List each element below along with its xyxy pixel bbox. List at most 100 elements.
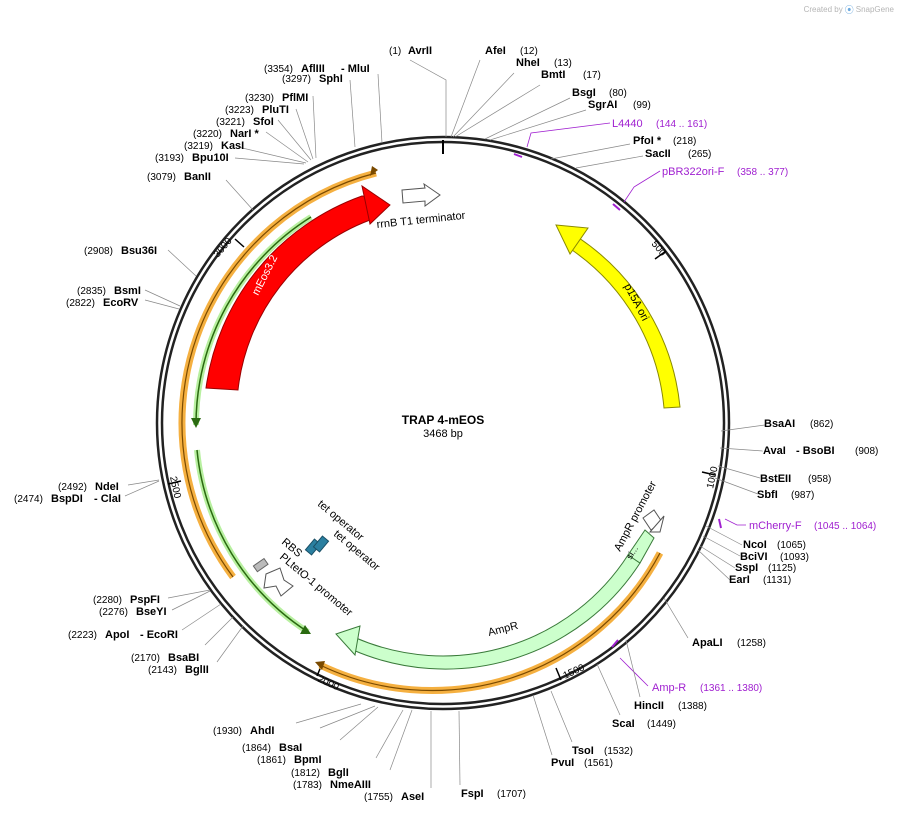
enzyme-name-bsabi[interactable]: BsaBI — [168, 652, 199, 664]
orf-arc-green-top-line — [195, 216, 312, 426]
enzyme-name-bmti[interactable]: BmtI — [541, 69, 565, 81]
enzyme-pos-bsu36i: (2908) — [84, 246, 113, 257]
primer-pos-l4440: (144 .. 161) — [656, 119, 707, 130]
orf-arrow-green-top — [191, 418, 201, 428]
enzyme-pos-afei: (12) — [520, 46, 538, 57]
enzyme-pos-apoi: (2223) — [68, 630, 97, 641]
enzyme-name-ncoi[interactable]: NcoI — [743, 539, 767, 551]
enzyme-name-sbfi[interactable]: SbfI — [757, 489, 778, 501]
enzyme-name-bsgi[interactable]: BsgI — [572, 87, 596, 99]
enzyme-pos-sspi: (1125) — [768, 563, 796, 574]
enzyme-name-bseyi[interactable]: BseYI — [136, 606, 167, 618]
primer-name-amp-r[interactable]: Amp-R — [652, 682, 686, 694]
feature-p15a-ori[interactable] — [571, 237, 681, 409]
enzyme-name-clai[interactable]: - ClaI — [94, 493, 121, 505]
feature-ampr-arrowhead — [335, 625, 361, 657]
enzyme-name-pspfi[interactable]: PspFI — [130, 594, 160, 606]
enzyme-name-bsaai[interactable]: BsaAI — [764, 418, 795, 430]
enzyme-name-nmeaiii[interactable]: NmeAIII — [330, 779, 371, 791]
enzyme-pos-nmeaiii: (1783) — [293, 780, 322, 791]
orf-arc-green-bottom-line — [196, 449, 309, 633]
enzyme-name-sgrai[interactable]: SgrAI — [588, 99, 617, 111]
feature-tet-operator-2[interactable] — [312, 535, 330, 553]
enzyme-name-avai[interactable]: AvaI — [763, 445, 786, 457]
enzyme-name-bspdi[interactable]: BspDI — [51, 493, 83, 505]
enzyme-name-bsai[interactable]: BsaI — [279, 742, 302, 754]
enzyme-pos-fspi: (1707) — [497, 789, 526, 800]
tick-label-2000: 2000 — [316, 674, 341, 694]
enzyme-name-sspi[interactable]: SspI — [735, 562, 758, 574]
enzyme-name-sphi[interactable]: SphI — [319, 73, 343, 85]
watermark: Created by ⦿ SnapGene — [804, 3, 894, 16]
enzyme-name-banii[interactable]: BanII — [184, 171, 211, 183]
primer-name-pbr322ori-f[interactable]: pBR322ori-F — [662, 166, 725, 178]
enzyme-labels: (1) AvrII AfeI (12) NheI (13) BmtI (17) … — [14, 45, 878, 803]
feature-rbs[interactable] — [252, 557, 269, 573]
enzyme-name-mlui[interactable]: - MluI — [341, 63, 370, 75]
feature-meos3-2[interactable] — [205, 195, 376, 391]
watermark-prefix: Created by — [803, 5, 843, 14]
enzyme-name-bpmi[interactable]: BpmI — [294, 754, 322, 766]
enzyme-name-scai[interactable]: ScaI — [612, 718, 635, 730]
enzyme-name-apali[interactable]: ApaLI — [692, 637, 723, 649]
enzyme-name-bsobi[interactable]: - BsoBI — [796, 445, 835, 457]
enzyme-pos-pflmi: (3230) — [245, 93, 274, 104]
enzyme-name-fspi[interactable]: FspI — [461, 788, 484, 800]
enzyme-name-ecorv[interactable]: EcoRV — [103, 297, 139, 309]
enzyme-name-ndei[interactable]: NdeI — [95, 481, 119, 493]
enzyme-name-nhei[interactable]: NheI — [516, 57, 540, 69]
enzyme-pos-ncoi: (1065) — [777, 540, 806, 551]
enzyme-name-bsu36i[interactable]: Bsu36I — [121, 245, 157, 257]
enzyme-pos-sphi: (3297) — [282, 74, 311, 85]
enzyme-name-bsteii[interactable]: BstEII — [760, 473, 791, 485]
enzyme-name-bglii[interactable]: BglII — [185, 664, 209, 676]
tick-label-2500: 2500 — [167, 475, 182, 499]
enzyme-pos-bgli: (1812) — [291, 768, 320, 779]
enzyme-name-bgli[interactable]: BglI — [328, 767, 349, 779]
enzyme-pos-bsai: (1864) — [242, 743, 271, 754]
orf-arrow-bottom — [315, 661, 325, 670]
enzyme-name-bsmi[interactable]: BsmI — [114, 285, 141, 297]
enzyme-pos-sbfi: (987) — [791, 490, 814, 501]
primer-leader-mcherry-f — [724, 518, 746, 526]
primer-name-mcherry-f[interactable]: mCherry-F — [749, 520, 802, 532]
snapgene-logo-icon: ⦿ — [844, 5, 854, 15]
enzyme-pos-scai: (1449) — [647, 719, 676, 730]
feature-rrnb-t1-terminator[interactable] — [401, 182, 441, 207]
backbone-outer — [155, 135, 731, 711]
enzyme-name-asei[interactable]: AseI — [401, 791, 424, 803]
enzyme-name-pflmi[interactable]: PflMI — [282, 92, 308, 104]
enzyme-pos-pluti: (3223) — [225, 105, 254, 116]
enzyme-pos-asei: (1755) — [364, 792, 393, 803]
enzyme-pos-tsoi: (1532) — [604, 746, 633, 757]
feature-ampr[interactable] — [352, 554, 641, 670]
enzyme-pos-bsabi: (2170) — [131, 653, 160, 664]
primer-name-l4440[interactable]: L4440 — [612, 118, 643, 130]
enzyme-name-nari[interactable]: NarI * — [230, 128, 259, 140]
enzyme-pos-bglii: (2143) — [148, 665, 177, 676]
enzyme-name-eari[interactable]: EarI — [729, 574, 750, 586]
tick-label-1000: 1000 — [705, 465, 720, 489]
enzyme-pos-banii: (3079) — [147, 172, 176, 183]
enzyme-name-tsoi[interactable]: TsoI — [572, 745, 594, 757]
enzyme-name-ahdi[interactable]: AhdI — [250, 725, 274, 737]
enzyme-name-apoi[interactable]: ApoI — [105, 629, 129, 641]
enzyme-name-aflIII[interactable]: AflIII — [301, 63, 325, 75]
enzyme-name-sfoi[interactable]: SfoI — [253, 116, 274, 128]
enzyme-name-hincii[interactable]: HincII — [634, 700, 664, 712]
enzyme-name-kasi[interactable]: KasI — [221, 140, 244, 152]
enzyme-name-bpu10i[interactable]: Bpu10I — [192, 152, 229, 164]
feature-signal-seq[interactable] — [627, 529, 655, 564]
enzyme-name-ecori[interactable]: - EcoRI — [140, 629, 178, 641]
enzyme-name-pluti[interactable]: PluTI — [262, 104, 289, 116]
feature-pleto-1-promoter[interactable] — [263, 567, 294, 597]
orf-arrow-green-bottom — [300, 625, 311, 634]
enzyme-name-bcivi[interactable]: BciVI — [740, 551, 768, 563]
enzyme-name-pvui[interactable]: PvuI — [551, 757, 574, 769]
enzyme-name-pfoi[interactable]: PfoI * — [633, 135, 662, 147]
enzyme-name-afei[interactable]: AfeI — [485, 45, 506, 57]
enzyme-name-sacii[interactable]: SacII — [645, 148, 671, 160]
enzyme-name-avrii[interactable]: AvrII — [408, 45, 432, 57]
plasmid-size: 3468 bp — [423, 428, 463, 440]
